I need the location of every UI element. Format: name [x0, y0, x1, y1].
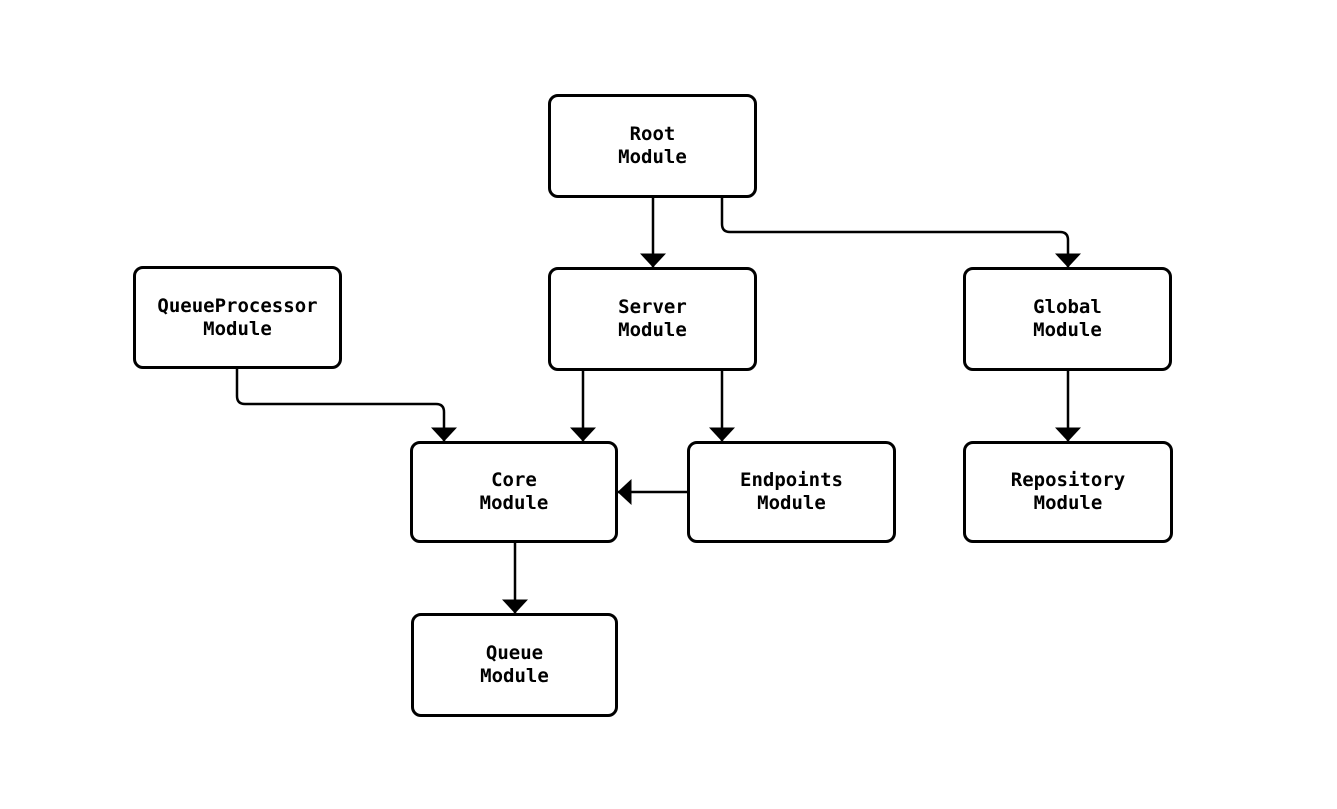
node-label-line1: Endpoints	[740, 469, 843, 491]
node-label-line2: Module	[1033, 319, 1102, 341]
node-label-line1: Server	[618, 296, 687, 318]
node-label-line2: Module	[757, 492, 826, 514]
node-label-line2: Module	[1033, 492, 1103, 514]
node-label-line2: Module	[618, 146, 687, 168]
node-label-line1: Core	[491, 469, 537, 491]
node-label-line2: Module	[618, 319, 687, 341]
node-label-line2: Module	[480, 665, 549, 687]
node-label-line2: Module	[479, 492, 549, 514]
node-label-line1: Global	[1033, 296, 1102, 318]
node-label-line2: Module	[203, 317, 272, 340]
node-label-line1: Queue	[485, 642, 544, 664]
node-label-line1: QueueProcessor	[157, 294, 318, 317]
node-label-line1: Repository	[1010, 469, 1126, 491]
node-label-line1: Root	[629, 123, 676, 145]
